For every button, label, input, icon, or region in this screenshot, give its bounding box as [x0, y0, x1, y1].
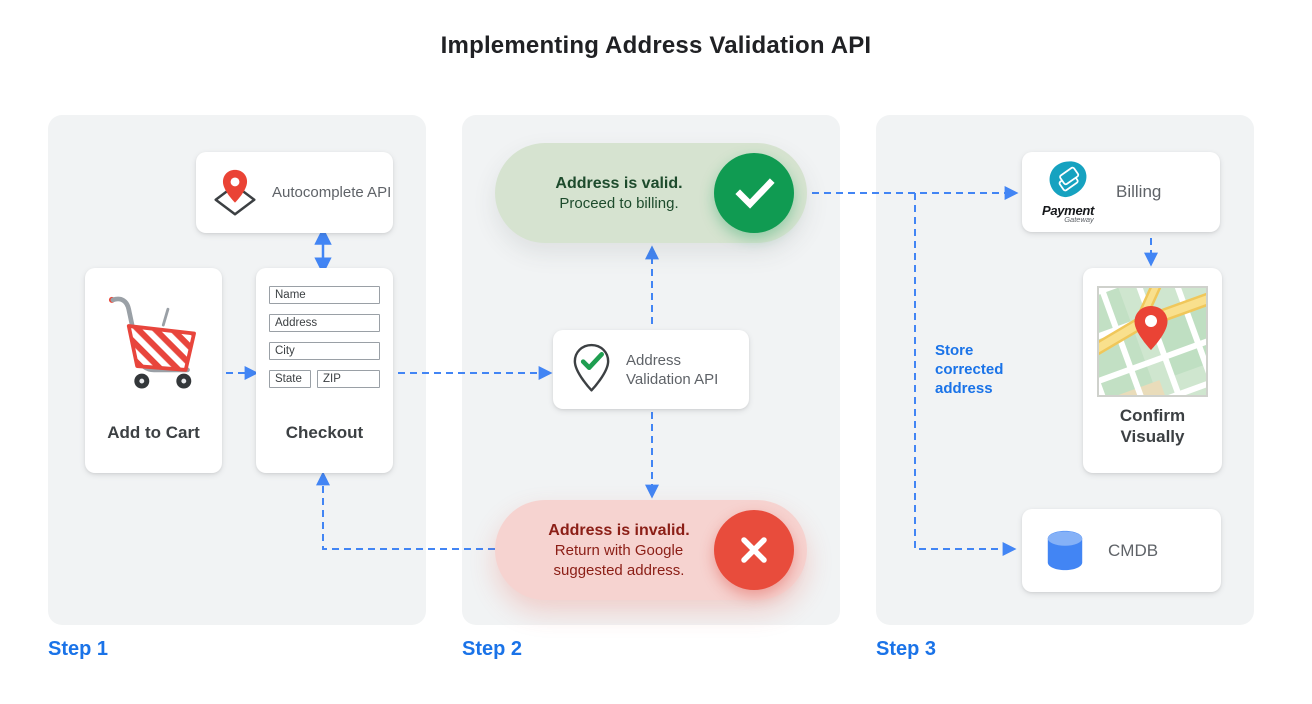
address-validation-api-card: Address Validation API [553, 330, 749, 409]
invalid-banner-subtitle: Return with Google suggested address. [553, 541, 685, 579]
validation-api-label: Address Validation API [626, 351, 719, 388]
payment-gateway-logo: Payment Gateway [1036, 160, 1100, 224]
name-field: Name [269, 286, 380, 304]
payment-logo-title: Payment [1041, 203, 1095, 218]
address-field: Address [269, 314, 380, 332]
address-valid-banner: Address is valid. Proceed to billing. [495, 143, 807, 243]
state-field: State [269, 370, 311, 388]
step3-label: Step 3 [876, 638, 937, 660]
add-to-cart-card: Add to Cart [85, 268, 222, 473]
billing-card: Payment Gateway Billing [1022, 152, 1220, 232]
billing-label: Billing [1116, 182, 1162, 201]
confirm-visually-label: Confirm Visually [1119, 406, 1186, 446]
shopping-cart-icon [108, 296, 196, 389]
checkout-card: Name Address City State ZIP Checkout [256, 268, 393, 473]
autocomplete-api-label: Autocomplete API [272, 184, 392, 201]
invalid-status-circle [714, 510, 794, 590]
map-image [1099, 288, 1206, 395]
step2-label: Step 2 [462, 638, 523, 660]
x-icon [741, 537, 767, 563]
check-icon [735, 178, 775, 209]
pin-check-icon [573, 343, 610, 392]
zip-field: ZIP [317, 370, 380, 388]
invalid-banner-title: Address is invalid. [548, 521, 690, 539]
address-invalid-banner: Address is invalid. Return with Google s… [495, 500, 807, 600]
store-corrected-address-note: Store corrected address [935, 342, 1004, 397]
confirm-visually-card: Confirm Visually [1083, 268, 1222, 473]
page-title: Implementing Address Validation API [440, 32, 872, 59]
autocomplete-api-card: Autocomplete API [196, 152, 393, 233]
valid-banner-title: Address is valid. [555, 174, 683, 192]
cmdb-card: CMDB [1022, 509, 1221, 592]
add-to-cart-label: Add to Cart [107, 423, 200, 442]
checkout-form: Name Address City State ZIP [269, 286, 380, 398]
valid-status-circle [714, 153, 794, 233]
valid-banner-subtitle: Proceed to billing. [559, 194, 679, 212]
payment-logo-subtitle: Gateway [1064, 215, 1094, 224]
map-pin-diamond-icon [214, 169, 256, 215]
map-thumbnail [1097, 286, 1208, 397]
checkout-label: Checkout [285, 423, 364, 442]
step1-label: Step 1 [48, 638, 109, 660]
city-field: City [269, 342, 380, 360]
payment-gateway-blob-icon [1049, 161, 1087, 198]
cmdb-label: CMDB [1108, 540, 1159, 560]
database-cylinder-icon [1047, 530, 1083, 570]
